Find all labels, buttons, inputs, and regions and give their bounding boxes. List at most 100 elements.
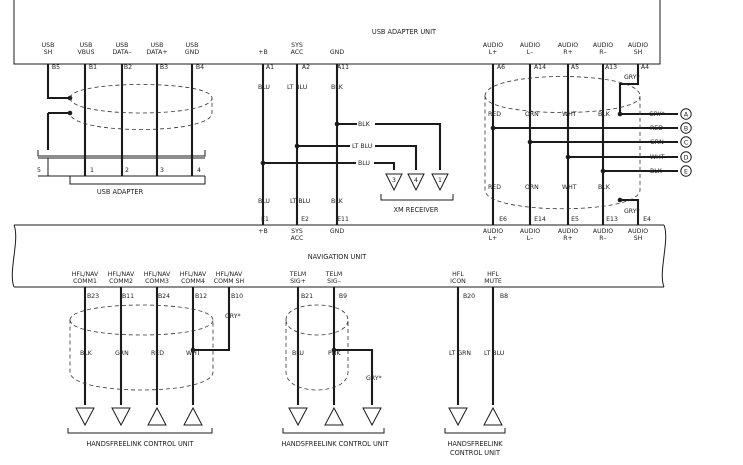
audio-wires: GRY* RED ORN WHT BLK GRY* RED GRN WHT BL… <box>484 64 692 225</box>
svg-text:B23: B23 <box>87 293 99 300</box>
wire-red-1: RED <box>488 111 501 118</box>
svg-text:L–: L– <box>527 235 534 242</box>
label-sys-acc: SYS <box>291 42 303 49</box>
wire-orn-1: ORN <box>525 111 539 118</box>
terminal-up-icon <box>147 406 167 426</box>
svg-text:+B: +B <box>258 228 267 235</box>
wire-wht-2: WHT <box>562 184 577 191</box>
svg-text:COMM SH: COMM SH <box>214 278 245 285</box>
handsfreelink-group-3: LT GRN LT BLU HANDSFREELINK CONTROL UNIT <box>444 287 506 457</box>
label-audio-r-minus: AUDIO <box>593 42 613 49</box>
svg-text:COMM1: COMM1 <box>73 278 97 285</box>
ref-b-icon: B <box>684 125 688 132</box>
svg-text:TELM: TELM <box>289 271 306 278</box>
wire-blk-2: BLK <box>331 198 344 205</box>
usb-adapter-wires: 5 1 2 3 4 USB ADAPTER <box>37 64 213 196</box>
svg-text:E13: E13 <box>606 216 618 223</box>
connector-pin-2: 2 <box>125 167 129 174</box>
wire-blk-hfl1: BLK <box>80 350 93 357</box>
svg-text:HFL/NAV: HFL/NAV <box>216 271 243 278</box>
svg-text:R–: R– <box>599 235 606 242</box>
pin-b5: B5 <box>52 64 60 71</box>
pin-a1: A1 <box>266 64 274 71</box>
connector-pin-3: 3 <box>160 167 164 174</box>
pin-a5: A5 <box>571 64 579 71</box>
svg-text:1: 1 <box>438 177 442 184</box>
connector-pin-1: 1 <box>90 167 94 174</box>
xm-terminal-3 <box>385 173 403 192</box>
terminal-up-icon <box>324 406 344 426</box>
svg-text:MUTE: MUTE <box>484 278 502 285</box>
ref-a-icon: A <box>684 111 689 118</box>
pin-a14: A14 <box>534 64 546 71</box>
pin-a6: A6 <box>497 64 505 71</box>
svg-text:AUDIO: AUDIO <box>483 228 503 235</box>
svg-text:L+: L+ <box>489 49 498 56</box>
wire-gry-hfl1: GRY* <box>225 313 241 320</box>
wire-red-hfl1: RED <box>151 350 164 357</box>
navigation-unit: NAVIGATION UNIT <box>11 224 667 288</box>
svg-text:SH: SH <box>634 49 643 56</box>
svg-text:TELM: TELM <box>325 271 342 278</box>
wire-ltblu-xm: LT BLU <box>352 143 372 150</box>
svg-text:ACC: ACC <box>291 49 304 56</box>
svg-text:AUDIO: AUDIO <box>558 228 578 235</box>
wire-blu-hfl2: BLU <box>292 350 304 357</box>
pin-b4: B4 <box>196 64 204 71</box>
wire-blu-2: BLU <box>258 198 270 205</box>
wire-blk-1: BLK <box>331 84 344 91</box>
wire-blu-xm: BLU <box>358 160 370 167</box>
nav-bottom-pin-labels: HFL/NAV COMM1 B23 HFL/NAV COMM2 B11 HFL/… <box>72 271 508 300</box>
label-audio-r-plus: AUDIO <box>558 42 578 49</box>
svg-text:DATA–: DATA– <box>112 49 131 56</box>
wire-gry-hfl2: GRY* <box>366 375 382 382</box>
pin-b1: B1 <box>89 64 97 71</box>
terminal-up-icon <box>483 406 503 426</box>
usb-adapter-unit-title: USB ADAPTER UNIT <box>372 28 437 36</box>
svg-text:AUDIO: AUDIO <box>593 228 613 235</box>
wire-ltgrn-hfl3: LT GRN <box>449 350 471 357</box>
handsfreelink-group-1: GRY* BLK GRN RED WHT HANDSFREELINK CONTR… <box>67 287 241 448</box>
pin-a11: A11 <box>337 64 349 71</box>
handsfreelink-label-3: HANDSFREELINK <box>447 440 503 448</box>
svg-text:AUDIO: AUDIO <box>520 228 540 235</box>
svg-text:R+: R+ <box>563 235 572 242</box>
svg-text:ICON: ICON <box>450 278 466 285</box>
terminal-down-icon <box>362 407 382 427</box>
ref-c-icon: C <box>684 139 688 146</box>
connector-pin-4: 4 <box>197 167 201 174</box>
terminal-down-icon <box>448 407 468 427</box>
svg-text:B8: B8 <box>500 293 508 300</box>
wire-gry-bottom: GRY* <box>624 208 640 215</box>
terminal-down-icon <box>75 407 95 427</box>
wire-red-b: RED <box>650 125 663 132</box>
svg-text:SIG–: SIG– <box>327 278 341 285</box>
wire-ltblu-hfl3: LT BLU <box>484 350 504 357</box>
svg-text:VBUS: VBUS <box>78 49 95 56</box>
wire-grn-c: GRN <box>650 139 664 146</box>
svg-text:B9: B9 <box>339 293 347 300</box>
wire-pnk-hfl2: PNK <box>328 350 341 357</box>
nav-top-pin-labels: E1 E2 E11 E6 E14 E5 E13 E4 +B SYS ACC GN… <box>258 216 651 242</box>
pin-a13: A13 <box>605 64 617 71</box>
label-usb-sh: USB <box>42 42 55 49</box>
label-gnd: GND <box>330 49 344 56</box>
pin-a2: A2 <box>302 64 310 71</box>
wire-ltblu-2: LT BLU <box>290 198 310 205</box>
terminal-down-icon <box>111 407 131 427</box>
label-usb-gnd: USB <box>186 42 199 49</box>
svg-text:HFL/NAV: HFL/NAV <box>72 271 99 278</box>
svg-text:ACC: ACC <box>291 235 304 242</box>
pin-a4: A4 <box>641 64 649 71</box>
handsfreelink-label-1: HANDSFREELINK CONTROL UNIT <box>86 440 194 448</box>
wire-wht-1: WHT <box>562 111 577 118</box>
svg-text:L+: L+ <box>489 235 498 242</box>
svg-text:HFL: HFL <box>452 271 464 278</box>
wire-grn-hfl1: GRN <box>115 350 129 357</box>
svg-text:COMM4: COMM4 <box>181 278 205 285</box>
svg-text:B12: B12 <box>195 293 207 300</box>
svg-text:E1: E1 <box>261 216 269 223</box>
label-usb-vbus: USB <box>80 42 93 49</box>
svg-text:HFL/NAV: HFL/NAV <box>180 271 207 278</box>
svg-text:HFL/NAV: HFL/NAV <box>144 271 171 278</box>
